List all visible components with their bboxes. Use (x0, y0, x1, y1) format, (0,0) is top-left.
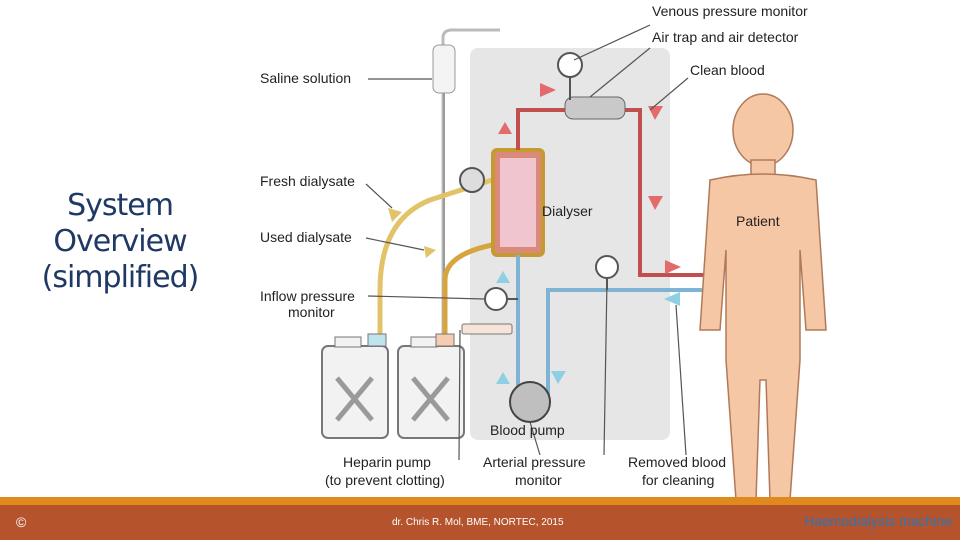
flow-arrow-icon (540, 83, 556, 97)
flow-arrow-icon (648, 106, 663, 120)
fresh-dialysate-tube (377, 177, 493, 338)
flow-arrow-icon (496, 372, 510, 384)
inflow-gauge-icon (484, 287, 508, 311)
label-inflow-pressure-1: Inflow pressure (260, 288, 355, 304)
air-trap (564, 96, 626, 120)
iv-hook (441, 28, 500, 39)
title-line-3: (simplified) (41, 260, 200, 295)
copyright-symbol: © (16, 514, 27, 530)
blood-pump-icon (509, 381, 551, 423)
flow-arrow-icon (388, 208, 402, 222)
flow-arrow-icon (498, 122, 512, 134)
label-dialyser: Dialyser (542, 203, 593, 219)
label-used-dialysate: Used dialysate (260, 229, 352, 245)
label-clean-blood: Clean blood (690, 62, 765, 78)
label-blood-pump: Blood pump (490, 422, 565, 438)
used-dialysate-tube (442, 242, 493, 338)
clean-blood-line (516, 108, 712, 277)
flow-arrow-icon (551, 371, 566, 384)
label-heparin-pump-1: Heparin pump (343, 454, 431, 470)
heparin-syringe-icon (461, 323, 513, 335)
label-patient: Patient (736, 213, 780, 229)
label-inflow-pressure-2: monitor (288, 304, 335, 320)
arterial-gauge-icon (595, 255, 619, 279)
patient-figure (699, 93, 827, 501)
label-arterial-pressure-1: Arterial pressure (483, 454, 586, 470)
footer-credit: dr. Chris R. Mol, BME, NORTEC, 2015 (392, 517, 564, 528)
dialysate-pump-icon (459, 167, 485, 193)
flow-arrow-icon (496, 271, 510, 283)
flow-arrow-icon (648, 196, 663, 210)
title-line-1: System (67, 188, 174, 223)
slide-title: System Overview (simplified) (30, 188, 210, 296)
flow-arrow-icon (665, 260, 681, 274)
label-arterial-pressure-2: monitor (515, 472, 562, 488)
label-heparin-pump-2: (to prevent clotting) (325, 472, 445, 488)
dialysate-can-fresh (321, 333, 389, 439)
title-line-2: Overview (53, 224, 187, 259)
footer-accent-band (0, 497, 960, 505)
flow-arrow-icon (664, 292, 680, 306)
label-saline-solution: Saline solution (260, 70, 351, 86)
flow-arrow-icon (424, 246, 436, 258)
label-venous-pressure-monitor: Venous pressure monitor (652, 3, 808, 19)
footer-bar: © dr. Chris R. Mol, BME, NORTEC, 2015 Ha… (0, 505, 960, 540)
label-removed-blood-1: Removed blood (628, 454, 726, 470)
dialysate-can-used (397, 333, 465, 439)
label-air-trap: Air trap and air detector (652, 29, 799, 45)
footer-topic: Haemodialysis machine (804, 513, 952, 529)
venous-gauge-icon (557, 52, 583, 78)
dialyser-core (500, 158, 536, 247)
saline-bag (432, 44, 456, 94)
label-fresh-dialysate: Fresh dialysate (260, 173, 355, 189)
leader-lines (365, 24, 689, 461)
label-removed-blood-2: for cleaning (642, 472, 714, 488)
